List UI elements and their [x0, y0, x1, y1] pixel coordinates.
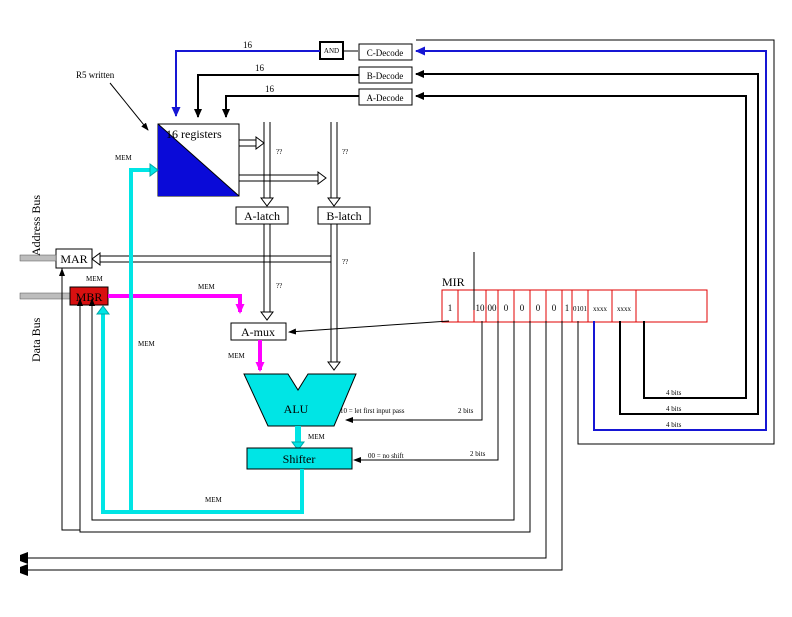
- b-latch-label: B-latch: [326, 209, 361, 223]
- mir-field-value: 10: [476, 303, 486, 313]
- and-label: AND: [324, 47, 339, 55]
- a-latch-box: A-latch: [235, 206, 289, 225]
- four-bits-3: 4 bits: [666, 421, 682, 429]
- r5-pointer: [109, 82, 149, 131]
- shift-note: 00 = no shift: [368, 452, 404, 460]
- mir-field-value: 1: [448, 303, 453, 313]
- shifter-output-paths: [101, 168, 304, 514]
- a-decode-label: A-Decode: [367, 93, 404, 103]
- mir-field-value: 1: [565, 303, 570, 313]
- mbr-to-amux-path: [108, 294, 245, 314]
- c-field-line: [415, 46, 767, 431]
- mem-read-arrow: [20, 552, 28, 564]
- address-bus-label: Address Bus: [29, 195, 43, 256]
- mbr-ctrl-head-1: [89, 298, 95, 306]
- registers-block: 16 registers: [157, 123, 240, 197]
- mir-field: [611, 289, 637, 323]
- amux-control-line: [288, 320, 450, 335]
- a-latch-label: A-latch: [244, 209, 280, 223]
- alatch-to-amux-bus: [260, 224, 274, 321]
- a-decode-box: A-Decode: [358, 88, 413, 106]
- mir-field-value: 0: [504, 303, 509, 313]
- mem-write-arrow: [20, 564, 28, 576]
- mar-label: MAR: [60, 252, 87, 266]
- mar-ctrl-head: [59, 268, 65, 276]
- mir-field-value: xxxx: [617, 305, 632, 313]
- mbr-box: MBR: [69, 286, 109, 306]
- mem-mbr-path: MEM: [198, 283, 216, 291]
- four-bits-1: 4 bits: [666, 389, 682, 397]
- shifter-to-registers-head: [149, 163, 159, 177]
- alu-note: 10 = let first input pass: [340, 407, 405, 415]
- c-decode-line: [171, 50, 320, 117]
- four-bits-2: 4 bits: [666, 405, 682, 413]
- b-decode-label: B-Decode: [367, 71, 403, 81]
- mem-bottom-label: MEM: [205, 496, 223, 504]
- a-field-line: [415, 92, 747, 399]
- enc-loop: [416, 39, 775, 445]
- mar-box: MAR: [55, 248, 93, 269]
- q-reg-a: ??: [276, 148, 282, 156]
- n16-a: 16: [265, 84, 275, 94]
- n16-c: 16: [243, 40, 253, 50]
- blatch-input-bus: [327, 122, 341, 207]
- amux-box: A-mux: [230, 322, 287, 341]
- mir-field-value: 0: [536, 303, 541, 313]
- r5-written-label: R5 written: [76, 70, 115, 80]
- shifter-box: Shifter: [246, 447, 353, 470]
- mir-control-lines: [20, 252, 563, 571]
- c-decode-box: C-Decode: [358, 43, 413, 61]
- alu-label: ALU: [284, 402, 309, 416]
- mir-field-value: 0: [552, 303, 557, 313]
- q-amux: ??: [276, 282, 282, 290]
- two-bits-shift: 2 bits: [470, 450, 486, 458]
- mem-amux-out: MEM: [228, 352, 246, 360]
- b-decode-line: [194, 74, 359, 118]
- mbr-label: MBR: [76, 290, 103, 304]
- and-gate: AND: [319, 41, 344, 60]
- two-bits-alu: 2 bits: [458, 407, 474, 415]
- shifter-label: Shifter: [283, 452, 316, 466]
- mir-field-value: 0: [520, 303, 525, 313]
- mem-alu-out: MEM: [308, 433, 326, 441]
- shifter-to-mbr-head: [96, 305, 110, 315]
- mir-field-value: 0101: [573, 305, 588, 313]
- q-mar-path: ??: [342, 258, 348, 266]
- mar-input-bus: [91, 252, 331, 266]
- mem-mbr-label: MEM: [86, 275, 104, 283]
- mem-reg-label: MEM: [115, 154, 133, 162]
- mir-field-value: 00: [488, 303, 498, 313]
- data-bus-label: Data Bus: [29, 317, 43, 362]
- alatch-input-bus: [260, 122, 274, 207]
- b-latch-box: B-latch: [317, 206, 371, 225]
- alu-block: ALU: [243, 373, 357, 427]
- blatch-to-alu-bus: [327, 224, 341, 371]
- n16-b: 16: [255, 63, 265, 73]
- b-field-line: [415, 70, 759, 415]
- address-bus-line: [19, 254, 57, 262]
- c-decode-label: C-Decode: [367, 48, 403, 58]
- mir-label: MIR: [442, 275, 465, 289]
- a-decode-line: [222, 95, 359, 118]
- reg-to-alatch-arrow: [239, 136, 327, 185]
- registers-label: 16 registers: [166, 127, 222, 141]
- mem-left-label: MEM: [138, 340, 156, 348]
- alu-control-line: [345, 321, 483, 423]
- mir-field-value: xxxx: [593, 305, 608, 313]
- shift-control-line: [353, 321, 499, 463]
- b-decode-box: B-Decode: [358, 66, 413, 84]
- q-reg-b: ??: [342, 148, 348, 156]
- mbr-ctrl-head-2: [77, 298, 83, 306]
- alu-to-shifter-head: [291, 441, 305, 451]
- amux-label: A-mux: [241, 325, 275, 339]
